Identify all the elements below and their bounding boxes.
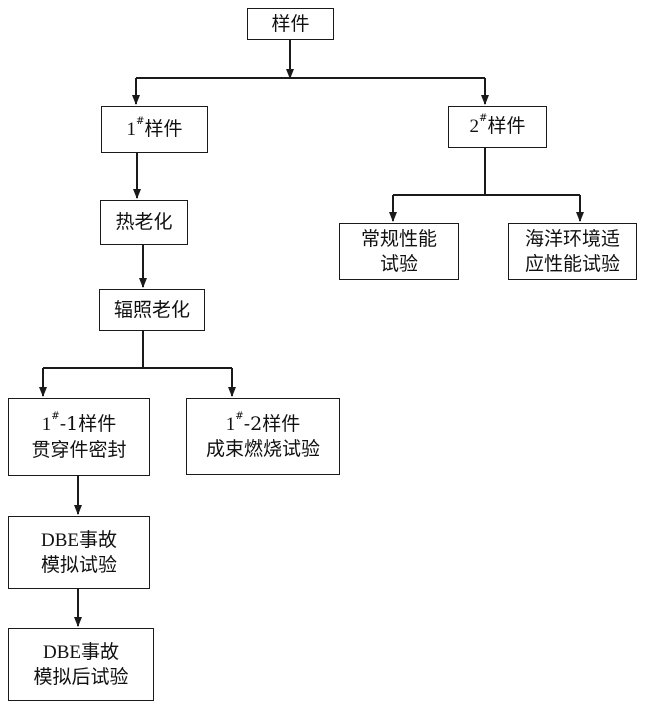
dbe-post-line1: DBE事故 [43,640,119,665]
sample1-1-line2: 贯穿件密封 [31,438,127,461]
conventional-test-line2: 试验 [379,252,418,275]
marine-test-line2: 应性能试验 [524,252,620,275]
sample2-mark: # [479,113,488,125]
dbe-post-node: DBE事故 模拟后试验 [8,628,154,701]
root-label: 样件 [271,12,310,35]
sample1-1-mark: # [51,411,60,423]
sample1-2-suffix: -2样件 [243,412,301,435]
dbe-post-cjk: 事故 [80,640,119,663]
radiation-aging-node: 辐照老化 [99,289,205,331]
sample1-mark: # [136,115,145,127]
sample1-1-number: 1 [41,414,52,436]
sample2-node: 2#样件 [448,106,547,148]
radiation-aging-label: 辐照老化 [113,298,190,321]
conventional-test-node: 常规性能 试验 [339,223,459,280]
sample1-2-mark: # [235,410,244,422]
sample1-text: 样件 [144,117,183,140]
sample1-1-node: 1#-1样件 贯穿件密封 [8,398,150,476]
sample1-2-line1: 1#-2样件 [225,410,301,437]
thermal-aging-node: 热老化 [100,200,188,245]
sample2-number: 2 [469,116,480,138]
sample2-label: 2#样件 [469,113,526,139]
sample1-number: 1 [126,118,137,140]
sample1-2-node: 1#-2样件 成束燃烧试验 [186,398,340,475]
dbe-simulation-line1: DBE事故 [41,528,117,553]
sample1-2-number: 1 [225,413,236,435]
root-node: 样件 [247,8,334,40]
dbe-simulation-latin: DBE [40,529,79,551]
dbe-post-latin: DBE [42,641,81,663]
sample1-label: 1#样件 [126,115,183,142]
dbe-simulation-node: DBE事故 模拟试验 [8,516,150,589]
sample2-text: 样件 [487,115,526,138]
sample1-1-line1: 1#-1样件 [41,411,117,437]
sample1-1-suffix: -1样件 [59,413,117,436]
dbe-simulation-cjk: 事故 [78,528,117,551]
conventional-test-line1: 常规性能 [360,228,437,251]
sample1-2-line2: 成束燃烧试验 [205,438,320,460]
thermal-aging-label: 热老化 [115,211,173,234]
marine-test-node: 海洋环境适 应性能试验 [508,223,637,280]
sample1-node: 1#样件 [101,106,208,153]
marine-test-line1: 海洋环境适 [524,228,620,251]
dbe-post-line2: 模拟后试验 [33,666,129,688]
dbe-simulation-line2: 模拟试验 [40,554,117,576]
